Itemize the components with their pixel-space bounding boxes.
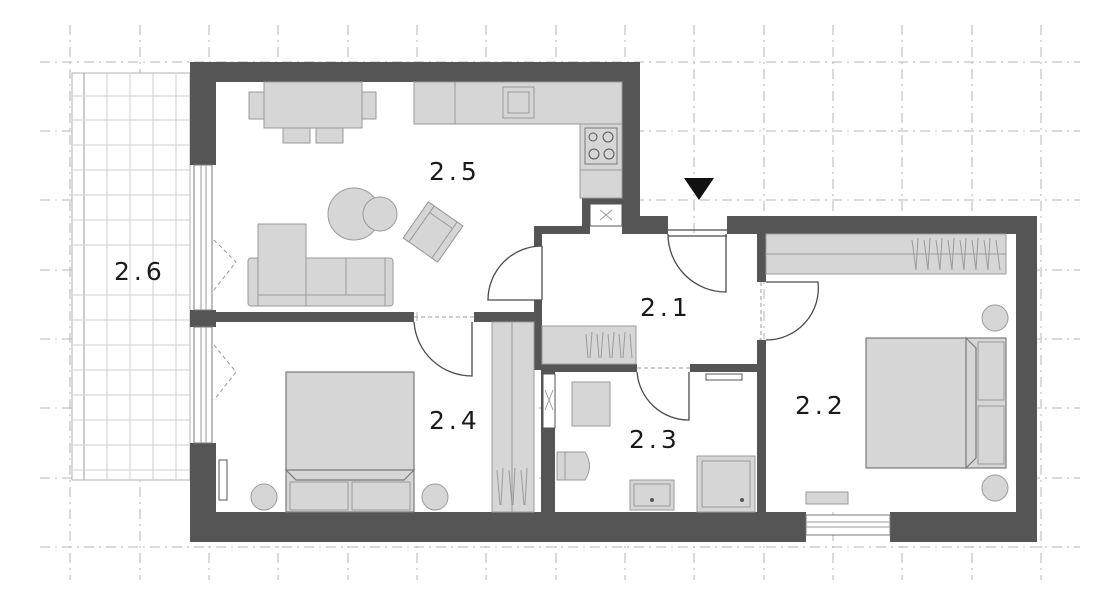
shower-tray (696, 455, 756, 513)
room-label-2-5: 2.5 (429, 157, 481, 186)
washbasin-icon (629, 479, 675, 511)
walls (190, 62, 1037, 542)
washing-machine (571, 381, 611, 427)
radiator (705, 373, 743, 381)
balcony-deck (71, 72, 191, 481)
sofa (247, 223, 394, 307)
wardrobe-2-4 (491, 321, 535, 513)
doors (413, 229, 819, 421)
double-bed-2-4 (250, 371, 449, 513)
desk-2-2 (805, 491, 849, 505)
kitchen-counter (413, 81, 623, 199)
room-label-2-3: 2.3 (629, 425, 681, 454)
hall-wardrobe (541, 325, 637, 365)
room-label-2-6: 2.6 (114, 257, 166, 286)
room-label-2-1: 2.1 (640, 293, 692, 322)
fridge-box (589, 203, 623, 227)
dining-table (248, 81, 377, 144)
armchair (402, 201, 464, 263)
entrance-triangle-icon (684, 178, 714, 200)
room-label-2-4: 2.4 (429, 406, 481, 435)
bath-cabinet (542, 373, 556, 429)
cooktop-icon (584, 127, 618, 165)
wardrobe-2-2 (765, 233, 1007, 275)
toilet-icon (556, 451, 590, 481)
room-label-2-2: 2.2 (795, 391, 847, 420)
double-bed-2-2 (865, 304, 1009, 502)
coffee-tables (327, 187, 398, 241)
windows (193, 164, 891, 536)
radiator (218, 459, 228, 501)
